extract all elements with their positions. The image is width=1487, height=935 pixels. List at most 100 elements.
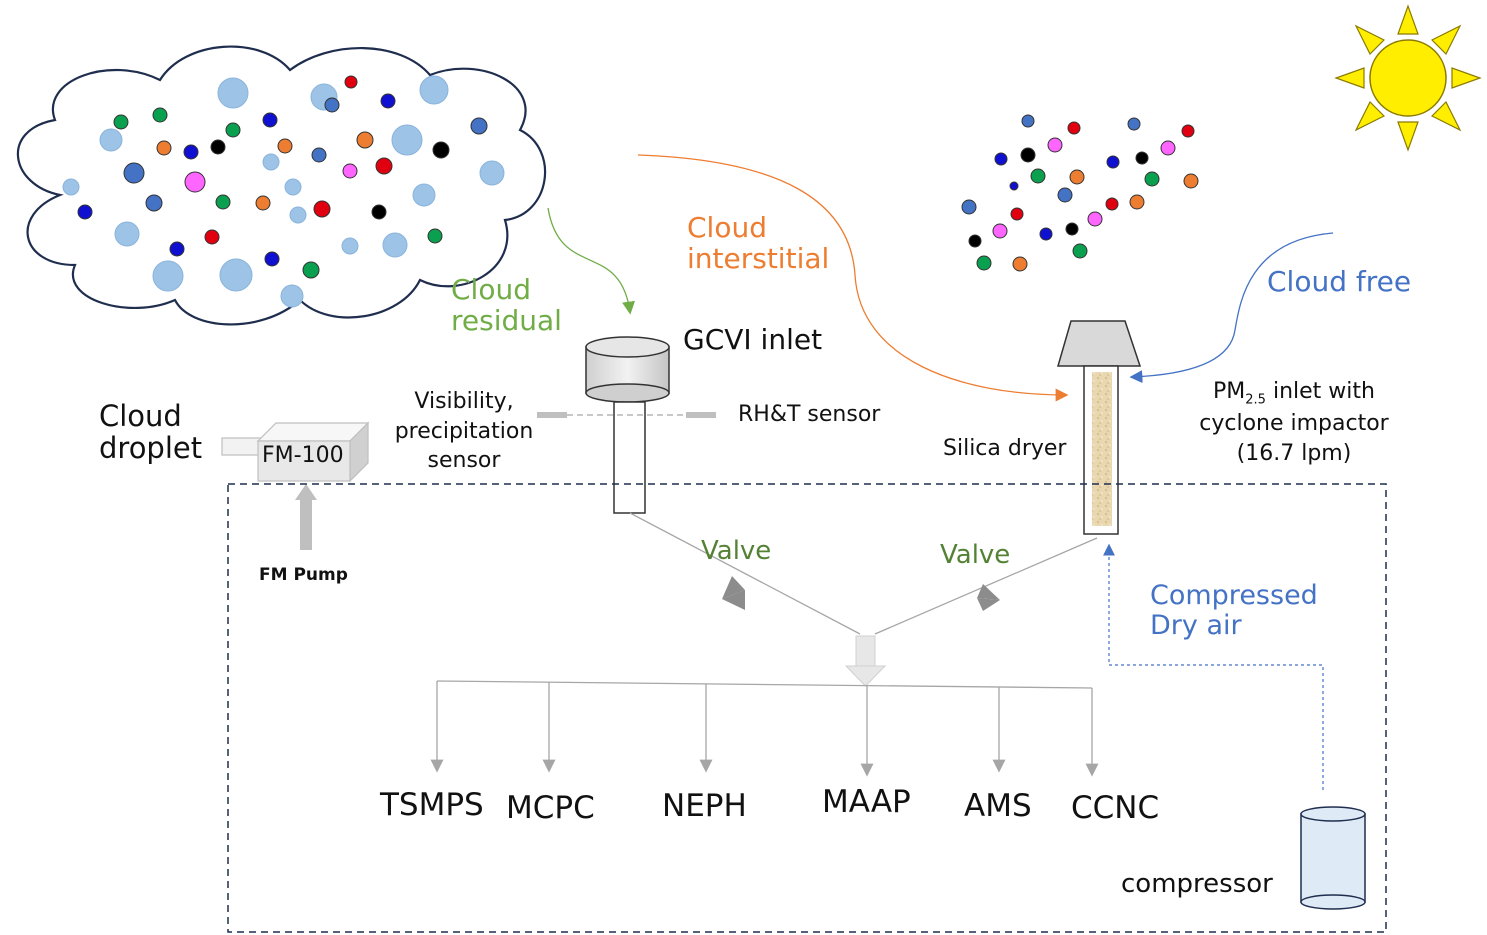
cloud-particle: [184, 171, 206, 193]
compressed-air-line: [1103, 543, 1324, 790]
free-particle: [1067, 121, 1081, 135]
fm-pump-arrow: [295, 484, 317, 550]
pm25-inlet-icon: [1057, 320, 1142, 535]
free-particle: [1009, 181, 1019, 191]
cloud-residual-arrow: [547, 207, 635, 315]
free-particle: [992, 223, 1008, 239]
rht-sensor-label: RH&T sensor: [738, 402, 881, 427]
free-particle: [1047, 137, 1063, 153]
free-particle: [1012, 256, 1028, 272]
pm25-inlet-label: PM2.5 inlet with cyclone impactor (16.7 …: [1199, 379, 1389, 466]
cloud-particle: [412, 183, 436, 207]
free-particle: [1160, 140, 1176, 156]
merge-arrow: [844, 635, 887, 687]
cloud-particle: [62, 178, 80, 196]
instrument-neph: NEPH: [662, 788, 747, 824]
cloud-particle: [302, 261, 320, 279]
free-particle: [1010, 207, 1024, 221]
cloud-particle: [419, 75, 449, 105]
cloud-particle: [264, 251, 280, 267]
free-particle: [1106, 155, 1120, 169]
free-particle: [961, 199, 977, 215]
free-particle: [1181, 124, 1195, 138]
cloud-particle: [344, 75, 358, 89]
cloud-particle: [77, 204, 93, 220]
free-particle: [1072, 243, 1088, 259]
cloud-particle: [284, 178, 302, 196]
fm-pump-label: FM Pump: [259, 565, 348, 585]
silica-dryer-fill: [1092, 372, 1112, 526]
cloud-particle: [277, 138, 293, 154]
cloud-particle: [113, 114, 129, 130]
instrument-maap: MAAP: [822, 784, 911, 820]
free-particle: [1135, 151, 1149, 165]
cloud-particle: [380, 93, 396, 109]
cloud-particle: [470, 117, 488, 135]
cloud-particle: [289, 206, 307, 224]
cloud-particle: [324, 97, 340, 113]
free-particle: [1105, 197, 1119, 211]
sun-icon: [1334, 4, 1482, 152]
cloud-interstitial-arrow: [637, 154, 1069, 402]
cloud-particle: [183, 144, 199, 160]
instrument-tsmps: TSMPS: [380, 787, 484, 823]
cloud-particle: [169, 241, 185, 257]
cloud-particle: [311, 147, 327, 163]
cloud-free-particles: [961, 114, 1199, 272]
cloud-particle: [356, 131, 374, 149]
instrument-mcpc: MCPC: [506, 790, 595, 826]
cloud-particle: [280, 284, 304, 308]
instrument-ams: AMS: [964, 788, 1032, 824]
cloud-icon: [16, 45, 547, 326]
fm100-label: FM-100: [262, 443, 344, 468]
cloud-particle: [341, 237, 359, 255]
cloud-particle: [255, 195, 271, 211]
cloud-free-arrow: [1129, 232, 1334, 384]
cloud-particle: [123, 162, 145, 184]
free-particle: [994, 152, 1008, 166]
free-particle: [1087, 211, 1103, 227]
measurement-container: [227, 483, 1387, 933]
cloud-particle: [219, 258, 253, 292]
cloud-particle: [114, 221, 140, 247]
cloud-particle: [152, 107, 168, 123]
cloud-particle: [313, 200, 331, 218]
cloud-particle: [375, 157, 393, 175]
gcvi-inlet-label: GCVI inlet: [683, 323, 823, 356]
cloud-free-label: Cloud free: [1267, 265, 1412, 298]
cloud-particle: [156, 140, 172, 156]
free-particle: [1129, 194, 1145, 210]
gcvi-inlet-icon: [585, 336, 670, 514]
compressor-label: compressor: [1121, 869, 1273, 899]
cloud-particles: [62, 75, 505, 308]
valve-icon: [722, 576, 745, 610]
cloud-particle: [204, 229, 220, 245]
cloud-particle: [342, 163, 358, 179]
cloud-particle: [391, 124, 423, 156]
silica-dryer-label: Silica dryer: [943, 436, 1067, 461]
cloud-particle: [152, 260, 184, 292]
sample-lines: [629, 512, 1098, 635]
free-particle: [1183, 173, 1199, 189]
free-particle: [1127, 117, 1141, 131]
cloud-particle: [215, 194, 231, 210]
free-particle: [1030, 168, 1046, 184]
cloud-particle: [371, 204, 387, 220]
compressor-icon: [1300, 806, 1366, 910]
valve-right-label: Valve: [940, 540, 1011, 570]
cloud-particle: [217, 77, 249, 109]
free-particle: [968, 234, 982, 248]
cloud-particle: [432, 141, 450, 159]
valve-icon: [977, 584, 1000, 611]
free-particle: [1057, 187, 1073, 203]
cloud-particle: [262, 112, 278, 128]
cloud-particle: [479, 160, 505, 186]
sensor-mounts: [537, 412, 716, 418]
free-particle: [1020, 147, 1036, 163]
